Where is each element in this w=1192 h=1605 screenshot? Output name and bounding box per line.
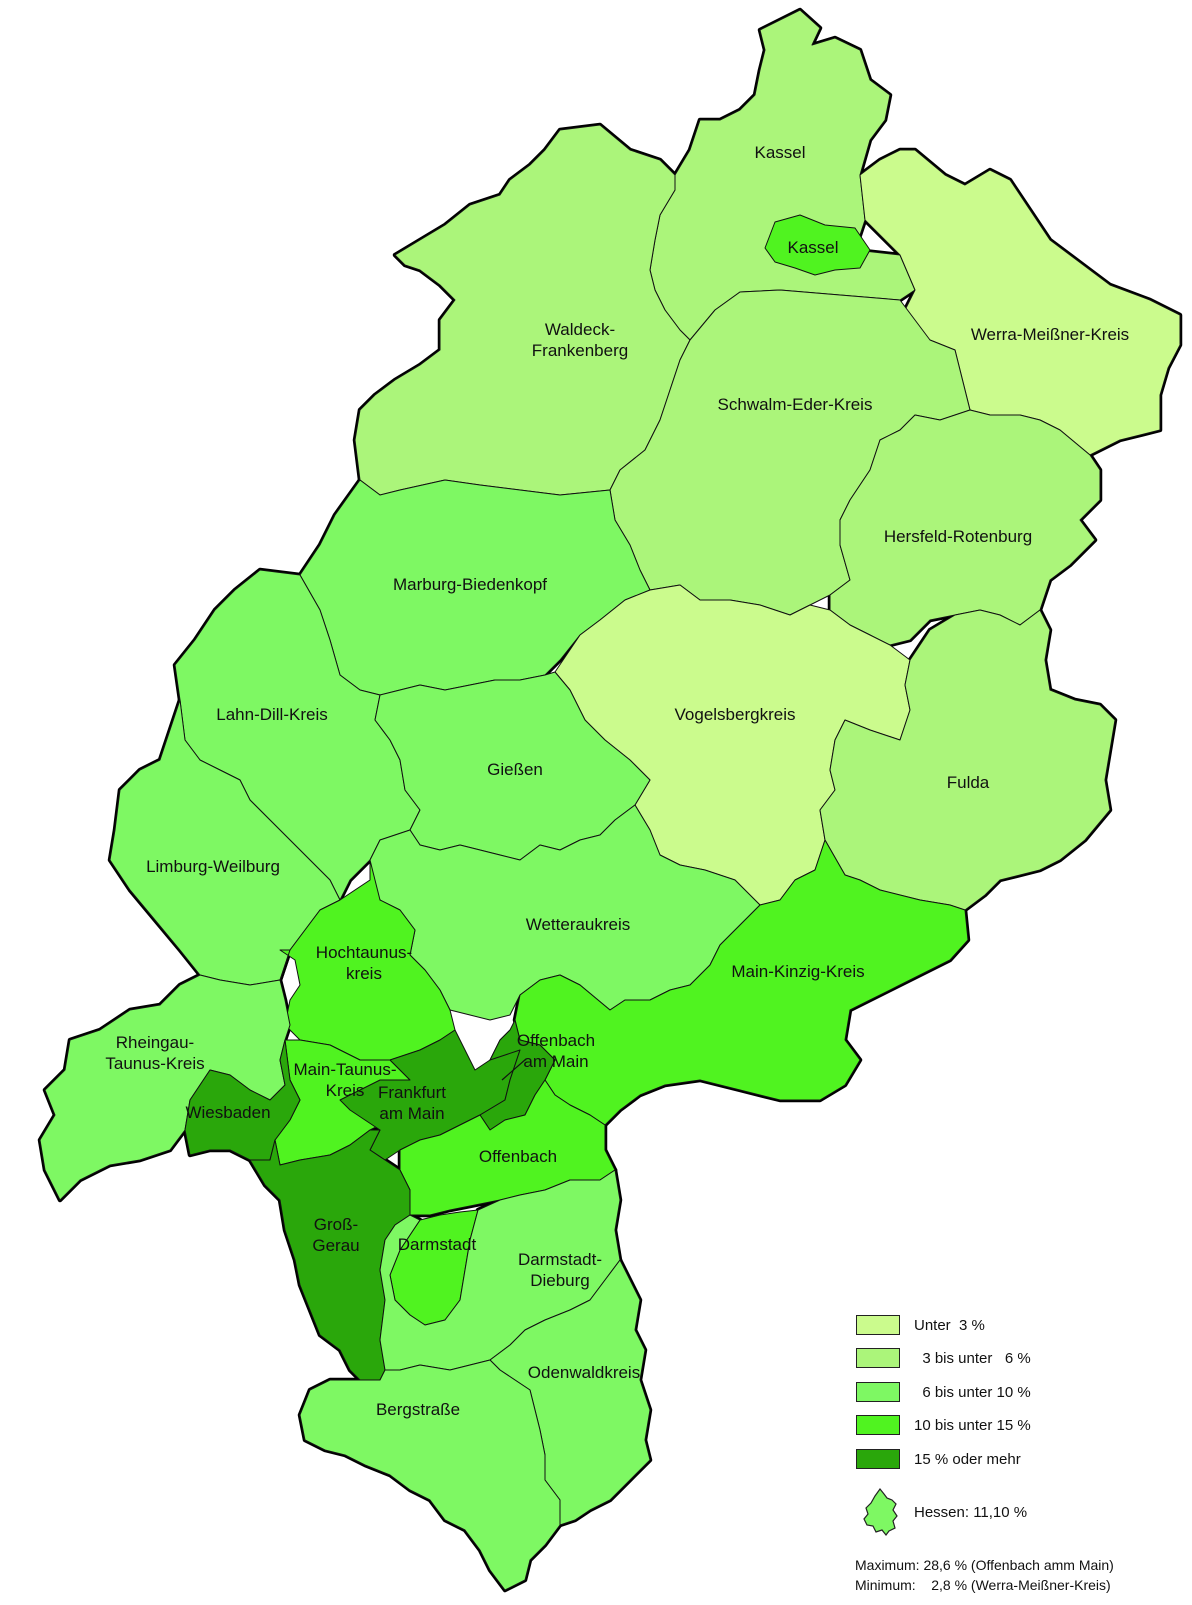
district-label-kassel-lk: Kassel — [754, 143, 805, 162]
district-label-wetterau: Wetteraukreis — [526, 915, 631, 934]
district-label-offenbach-lk: Offenbach — [479, 1147, 557, 1166]
district-label-hochtaunus: Hochtaunus-kreis — [316, 943, 412, 983]
district-offenbach-lk — [399, 1079, 616, 1216]
district-label-giessen: Gießen — [487, 760, 543, 779]
district-wiesbaden — [184, 1039, 301, 1161]
district-label-hersfeld: Hersfeld-Rotenburg — [884, 527, 1032, 546]
district-label-lahn-dill: Lahn-Dill-Kreis — [216, 705, 327, 724]
district-label-kassel-city: Kassel — [787, 238, 838, 257]
district-label-limburg: Limburg-Weilburg — [146, 857, 280, 876]
district-label-fulda: Fulda — [947, 773, 990, 792]
offenbach-leader-line — [501, 1058, 527, 1081]
district-label-rheingau: Rheingau-Taunus-Kreis — [105, 1033, 204, 1073]
district-label-darmstadt-dieburg: Darmstadt-Dieburg — [518, 1250, 602, 1290]
district-label-vogelsberg: Vogelsbergkreis — [675, 705, 796, 724]
district-label-darmstadt: Darmstadt — [398, 1235, 477, 1254]
district-label-odenwald: Odenwaldkreis — [528, 1363, 640, 1382]
district-kassel-city — [764, 214, 871, 276]
district-label-main-kinzig: Main-Kinzig-Kreis — [731, 962, 864, 981]
district-label-waldeck: Waldeck-Frankenberg — [532, 320, 628, 360]
district-label-schwalm-eder: Schwalm-Eder-Kreis — [718, 395, 873, 414]
district-label-marburg: Marburg-Biedenkopf — [393, 575, 547, 594]
district-label-werra-meissner: Werra-Meißner-Kreis — [971, 325, 1129, 344]
district-label-main-taunus: Main-Taunus-Kreis — [294, 1060, 397, 1100]
district-hersfeld — [829, 409, 1101, 646]
district-label-bergstrasse: Bergstraße — [376, 1400, 460, 1419]
district-main-kinzig — [514, 839, 969, 1126]
district-label-wiesbaden: Wiesbaden — [185, 1103, 270, 1122]
district-label-gross-gerau: Groß-Gerau — [312, 1215, 359, 1255]
district-bergstrasse — [299, 1359, 561, 1591]
district-waldeck — [354, 124, 691, 496]
